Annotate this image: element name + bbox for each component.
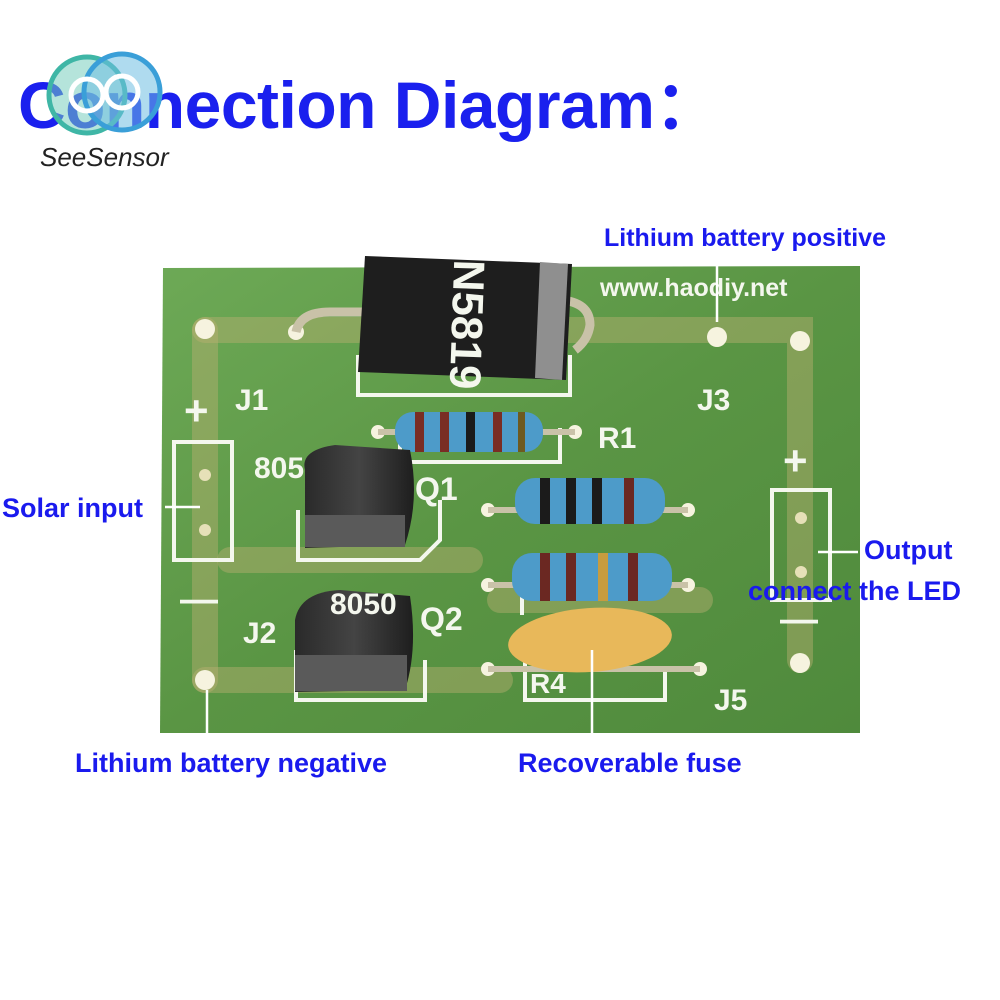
transistor-q1 (304, 445, 414, 548)
callout-battery-positive: Lithium battery positive (604, 224, 886, 252)
j1-connector (172, 440, 234, 562)
label-r4: R4 (530, 668, 566, 699)
label-q2: Q2 (420, 601, 463, 637)
label-q2-part: 8050 (330, 588, 397, 621)
diode-component: N5819 (358, 256, 572, 390)
resistor-r1 (378, 412, 575, 452)
diode-marking: N5819 (440, 259, 493, 390)
label-r1: R1 (598, 422, 636, 455)
seesensor-logo-icon (46, 51, 163, 136)
label-j1: J1 (235, 384, 268, 417)
resistor-r2 (488, 478, 688, 524)
callout-battery-negative: Lithium battery negative (75, 748, 388, 778)
label-q1-part: 805 (254, 452, 304, 485)
board-url: www.haodiy.net (599, 274, 788, 302)
label-plus-right: + (783, 437, 808, 484)
label-j3: J3 (697, 384, 730, 417)
callout-recoverable-fuse: Recoverable fuse (518, 748, 742, 778)
callout-solar-input: Solar input (2, 493, 143, 523)
label-j2: J2 (243, 617, 276, 650)
resistor-r3 (488, 553, 688, 601)
callout-connect-led: connect the LED (748, 576, 962, 606)
brand-name: SeeSensor (40, 142, 169, 172)
label-plus-left: + (184, 387, 209, 434)
mounting-holes (195, 319, 810, 690)
label-minus-right: — (780, 599, 818, 641)
recoverable-fuse (488, 607, 700, 673)
label-j5: J5 (714, 684, 747, 717)
label-q1: Q1 (415, 471, 458, 507)
label-minus-left: — (180, 579, 218, 621)
callout-output: Output (864, 535, 953, 565)
output-connector (770, 488, 832, 602)
transistor-q2 (295, 590, 414, 692)
